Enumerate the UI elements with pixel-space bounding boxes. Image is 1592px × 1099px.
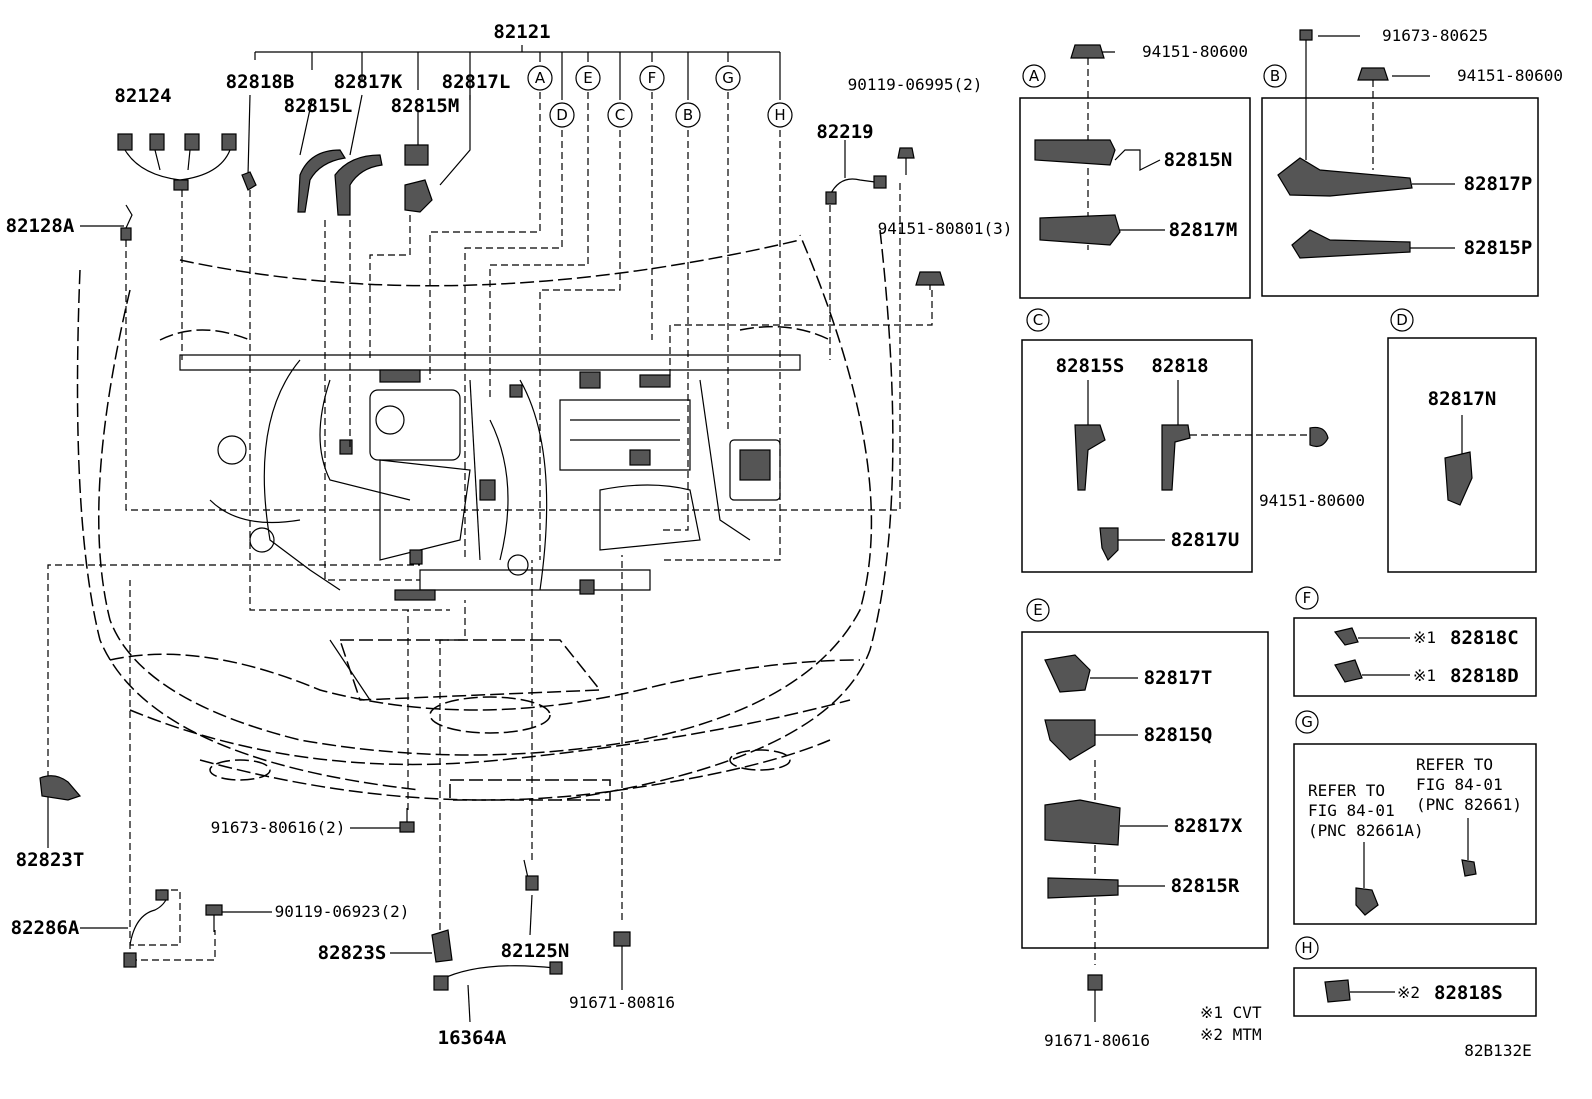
- figure-code: 82B132E: [1464, 1041, 1531, 1060]
- panel-b-part-2: 82815P: [1464, 237, 1533, 259]
- label-82823T: 82823T: [16, 849, 85, 871]
- label-82121: 82121: [493, 21, 550, 43]
- panel-f-note-1: ※1: [1413, 628, 1436, 647]
- panel-f-letter: F: [1303, 589, 1312, 607]
- panel-e-letter: E: [1033, 601, 1042, 619]
- panel-e-part-2: 82815Q: [1144, 724, 1213, 746]
- panel-g-ref2-line1: REFER TO: [1416, 755, 1493, 774]
- detail-panel-g: G REFER TO FIG 84-01 (PNC 82661A) REFER …: [1293, 710, 1537, 925]
- panel-c-part-1: 82815S: [1056, 355, 1125, 377]
- panel-h-box: [1293, 967, 1537, 1017]
- label-91673-80616: 91673-80616(2): [211, 818, 346, 837]
- legend: ※1 CVT ※2 MTM 82B132E: [1200, 1003, 1532, 1060]
- panel-b-part-1: 82817P: [1464, 173, 1533, 195]
- main-labels: 82121 82124 82818B 82817K 82817L 82815L …: [6, 21, 1013, 1049]
- panel-c-box: [1021, 339, 1253, 573]
- panel-h-part: 82818S: [1434, 982, 1503, 1004]
- panel-d-box: [1387, 337, 1537, 573]
- panel-f-part-2: 82818D: [1450, 665, 1519, 687]
- panel-g-letter: G: [1301, 713, 1313, 731]
- panel-a-part-1: 82815N: [1164, 149, 1233, 171]
- panel-d-letter: D: [1396, 311, 1408, 329]
- callout-D: D: [556, 106, 568, 124]
- legend-note-1: ※1 CVT: [1200, 1003, 1262, 1022]
- detail-panel-b: B 91673-80625 94151-80600 82817P 82815P: [1261, 26, 1563, 297]
- panel-f-box: [1293, 617, 1537, 697]
- label-82124: 82124: [114, 85, 171, 107]
- panel-g-ref1-line2: FIG 84-01: [1308, 801, 1395, 820]
- panel-e-fastener: 91671-80616: [1044, 1031, 1150, 1050]
- panel-b-fastener-2: 94151-80600: [1457, 66, 1563, 85]
- panel-e-part-3: 82817X: [1174, 815, 1243, 837]
- detail-panel-a: A 94151-80600 82815N 82817M: [1019, 42, 1251, 299]
- panel-b-fastener-1: 91673-80625: [1382, 26, 1488, 45]
- panel-h-note: ※2: [1397, 983, 1420, 1002]
- detail-panel-f: F ※1 82818C ※1 82818D: [1293, 586, 1537, 697]
- panel-c-part-2: 82818: [1151, 355, 1208, 377]
- legend-note-2: ※2 MTM: [1200, 1025, 1262, 1044]
- panel-c-letter: C: [1033, 311, 1043, 329]
- panel-g-ref1-line3: (PNC 82661A): [1308, 821, 1424, 840]
- leader-lines: [47, 45, 1115, 1023]
- panel-b-box: [1261, 97, 1539, 297]
- label-90119-06923: 90119-06923(2): [275, 902, 410, 921]
- label-16364A: 16364A: [438, 1027, 507, 1049]
- panel-c-fastener: 94151-80600: [1259, 491, 1365, 510]
- panel-h-letter: H: [1301, 939, 1312, 957]
- callout-E: E: [583, 69, 592, 87]
- engine-bay-harness: [179, 354, 801, 701]
- label-82219: 82219: [816, 121, 873, 143]
- panel-g-ref2-line3: (PNC 82661): [1416, 795, 1522, 814]
- label-82125N: 82125N: [501, 940, 570, 962]
- callout-A: A: [535, 69, 546, 87]
- label-90119-06995: 90119-06995(2): [848, 75, 983, 94]
- detail-panel-d: D 82817N: [1387, 308, 1537, 573]
- panel-a-fastener: 94151-80600: [1142, 42, 1248, 61]
- label-82817K: 82817K: [334, 71, 403, 93]
- panel-f-part-1: 82818C: [1450, 627, 1519, 649]
- callout-C: C: [615, 106, 625, 124]
- callout-G: G: [722, 69, 734, 87]
- panel-a-box: [1019, 97, 1251, 299]
- panel-c-part-3: 82817U: [1171, 529, 1240, 551]
- label-94151-80801: 94151-80801(3): [878, 219, 1013, 238]
- callout-circles: A D E C F B G H: [527, 65, 793, 128]
- label-82817L: 82817L: [442, 71, 511, 93]
- callout-B: B: [683, 106, 693, 124]
- panel-g-ref2-line2: FIG 84-01: [1416, 775, 1503, 794]
- detail-panel-c: C 82815S 82818 94151-80600 82817U: [1021, 308, 1365, 573]
- panel-e-part-1: 82817T: [1144, 667, 1213, 689]
- panel-a-letter: A: [1029, 67, 1040, 85]
- label-82286A: 82286A: [11, 917, 80, 939]
- panel-a-part-2: 82817M: [1169, 219, 1238, 241]
- panel-e-box: [1021, 631, 1269, 949]
- panel-g-box: [1293, 743, 1537, 925]
- panel-d-part-1: 82817N: [1428, 388, 1497, 410]
- detail-panel-e: E 82817T 82815Q 82817X 82815R 91671-8061…: [1021, 598, 1269, 1050]
- panel-g-ref1-line1: REFER TO: [1308, 781, 1385, 800]
- label-82818B: 82818B: [226, 71, 295, 93]
- part-shapes: [39, 44, 1105, 991]
- detail-panel-h: H ※2 82818S: [1293, 936, 1537, 1017]
- callout-H: H: [774, 106, 785, 124]
- panel-e-part-4: 82815R: [1171, 875, 1240, 897]
- vehicle-body-outline: [76, 229, 894, 801]
- label-82815M: 82815M: [391, 95, 460, 117]
- label-82128A: 82128A: [6, 215, 75, 237]
- panel-b-letter: B: [1270, 67, 1280, 85]
- callout-F: F: [648, 69, 657, 87]
- panel-f-note-2: ※1: [1413, 666, 1436, 685]
- label-82823S: 82823S: [318, 942, 387, 964]
- label-91671-80816: 91671-80816: [569, 993, 675, 1012]
- label-82815L: 82815L: [284, 95, 353, 117]
